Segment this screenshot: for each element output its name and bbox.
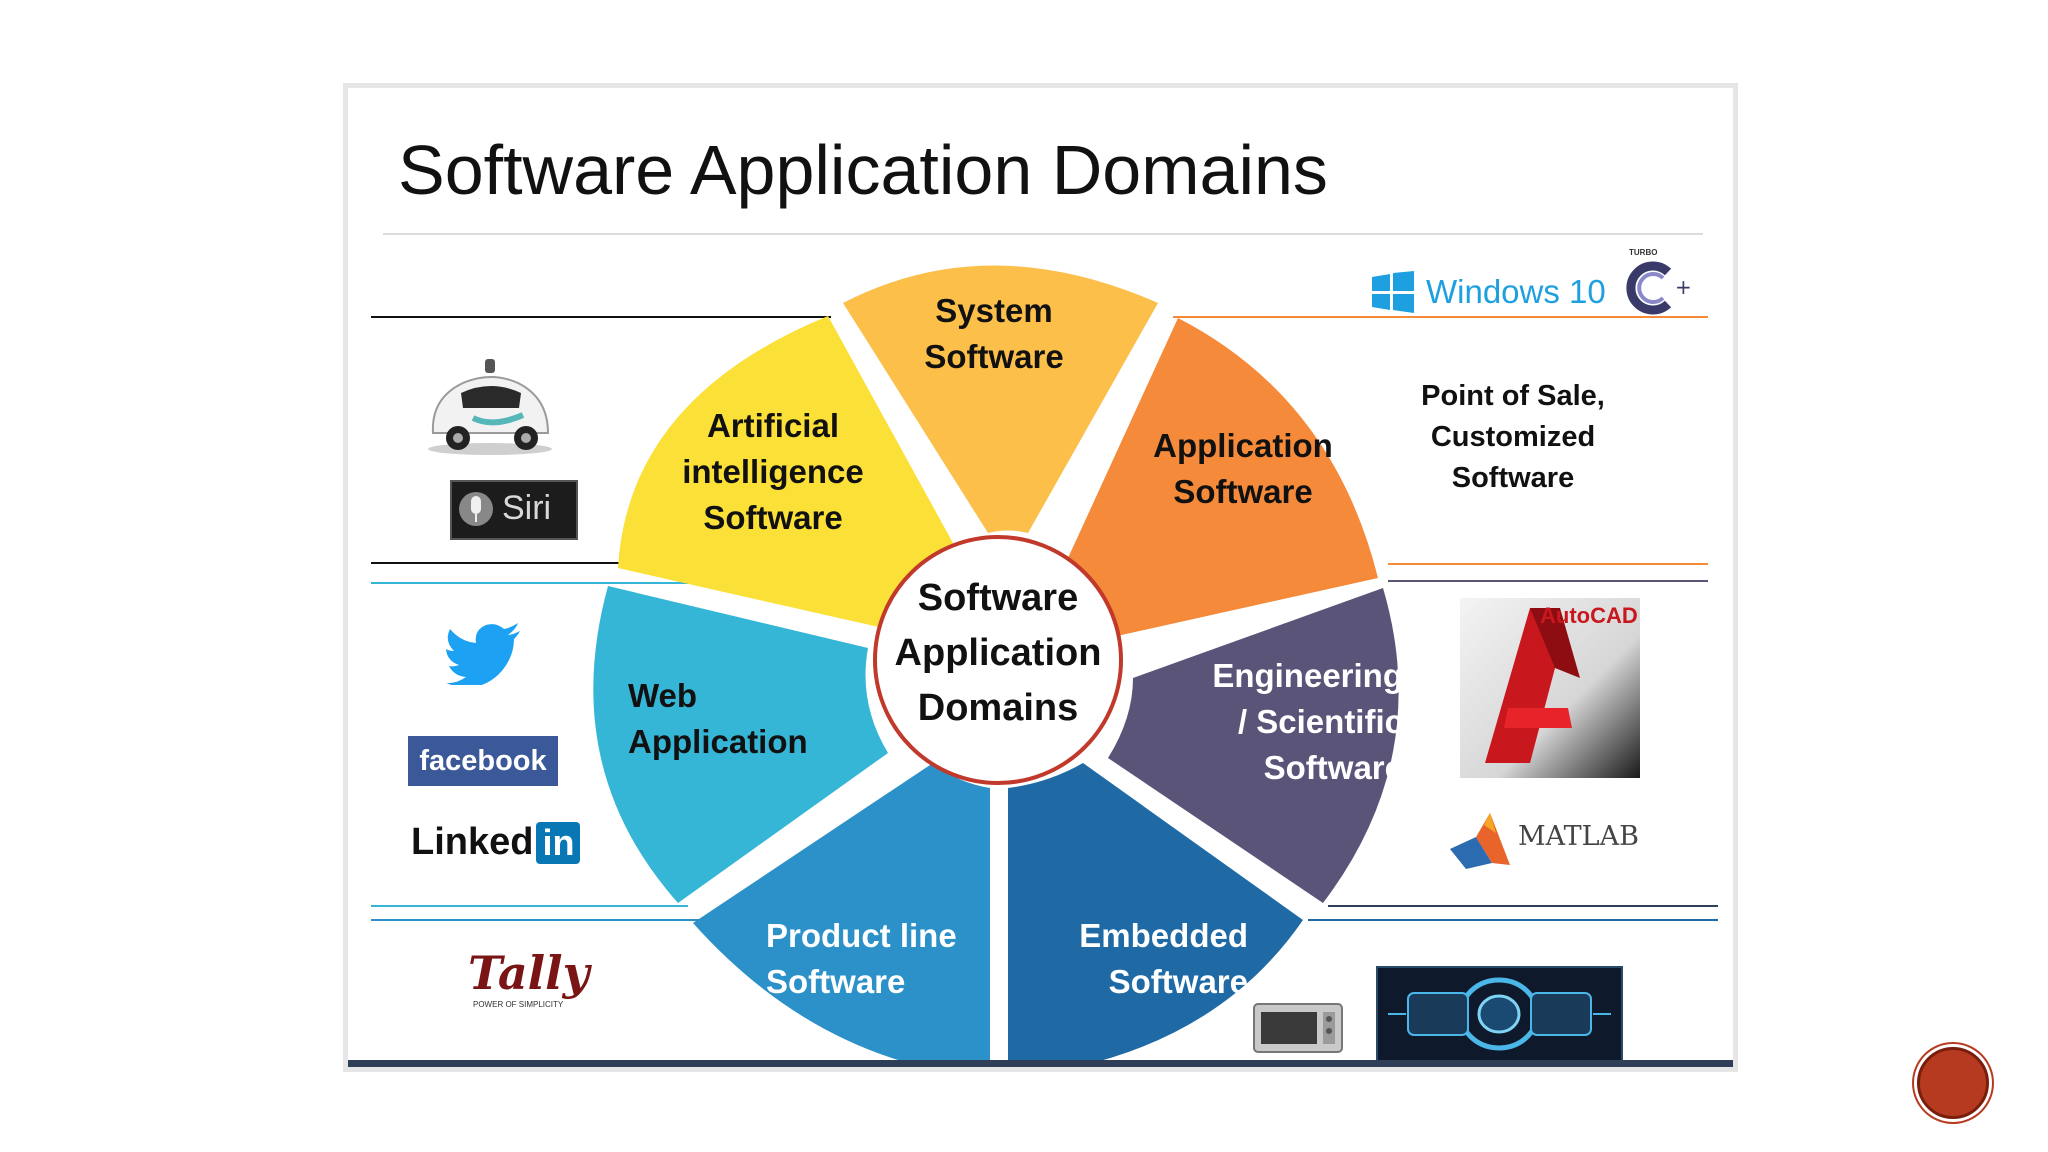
tally-tagline: POWER OF SIMPLICITY bbox=[473, 1000, 564, 1009]
windows-icon bbox=[1372, 271, 1414, 313]
slide: Software Application Domains System Soft… bbox=[343, 83, 1738, 1072]
matlab-label: MATLAB bbox=[1518, 821, 1639, 852]
segment-web bbox=[593, 586, 888, 903]
matlab-membrane-icon bbox=[1450, 813, 1510, 869]
twitter-logo bbox=[446, 623, 522, 689]
control-panel-icon bbox=[1388, 977, 1611, 1051]
segment-label-embedded: Embedded Software bbox=[1079, 917, 1248, 1000]
segment-product-line bbox=[693, 763, 990, 1067]
linkedin-in-badge: in bbox=[536, 821, 581, 864]
segment-label-ai: Artificial intelligence Software bbox=[682, 407, 864, 536]
siri-label: Siri bbox=[502, 489, 552, 527]
slide-bottom-bar bbox=[348, 1060, 1733, 1067]
microphone-icon bbox=[459, 492, 493, 526]
segment-label-engineering: Engineering / Scientific Software bbox=[1212, 657, 1403, 786]
microwave-image bbox=[1253, 1003, 1343, 1059]
segment-system bbox=[843, 265, 1158, 533]
car-icon bbox=[428, 359, 552, 455]
autocad-logo: AutoCAD bbox=[1460, 598, 1640, 778]
title-divider bbox=[383, 233, 1703, 235]
segment-label-system: System Software bbox=[924, 292, 1064, 375]
embedded-device-image bbox=[1376, 966, 1623, 1062]
self-driving-car-image bbox=[423, 353, 558, 462]
autocad-a-icon bbox=[1485, 608, 1580, 763]
center-circle bbox=[873, 535, 1123, 785]
linkedin-word: Linked bbox=[411, 821, 534, 863]
turbo-c-icon: + bbox=[1626, 261, 1692, 315]
slide-number-badge[interactable] bbox=[1917, 1047, 1989, 1119]
windows-logo bbox=[1372, 271, 1414, 317]
segment-engineering bbox=[1108, 588, 1399, 903]
center-label: Software Application Domains bbox=[894, 577, 1102, 729]
segment-embedded bbox=[1008, 763, 1303, 1067]
windows-label: Windows 10 bbox=[1426, 273, 1606, 310]
segment-ai bbox=[618, 316, 953, 628]
svg-text:+: + bbox=[1675, 275, 1692, 299]
domain-diagram bbox=[371, 265, 1718, 1067]
turbo-c-logo: TURBO + bbox=[1623, 248, 1698, 318]
microwave-icon bbox=[1253, 1003, 1343, 1053]
turbo-label: TURBO bbox=[1629, 248, 1658, 257]
pos-text: Point of Sale, Customized Software bbox=[1421, 380, 1605, 494]
facebook-logo: facebook bbox=[408, 736, 558, 786]
twitter-bird-icon bbox=[446, 623, 520, 688]
tally-word: Tally bbox=[468, 946, 590, 1000]
slide-title: Software Application Domains bbox=[398, 131, 1328, 209]
matlab-logo: MATLAB bbox=[1448, 811, 1648, 871]
autocad-label: AutoCAD bbox=[1540, 603, 1638, 628]
segment-label-product-line: Product line Software bbox=[766, 917, 957, 1000]
segment-label-application: Application Software bbox=[1153, 427, 1333, 510]
tally-logo: Tally POWER OF SIMPLICITY bbox=[468, 946, 598, 1026]
segment-application bbox=[1068, 318, 1378, 638]
segment-label-web: Web Application bbox=[628, 677, 808, 760]
siri-logo: Siri bbox=[450, 480, 578, 540]
